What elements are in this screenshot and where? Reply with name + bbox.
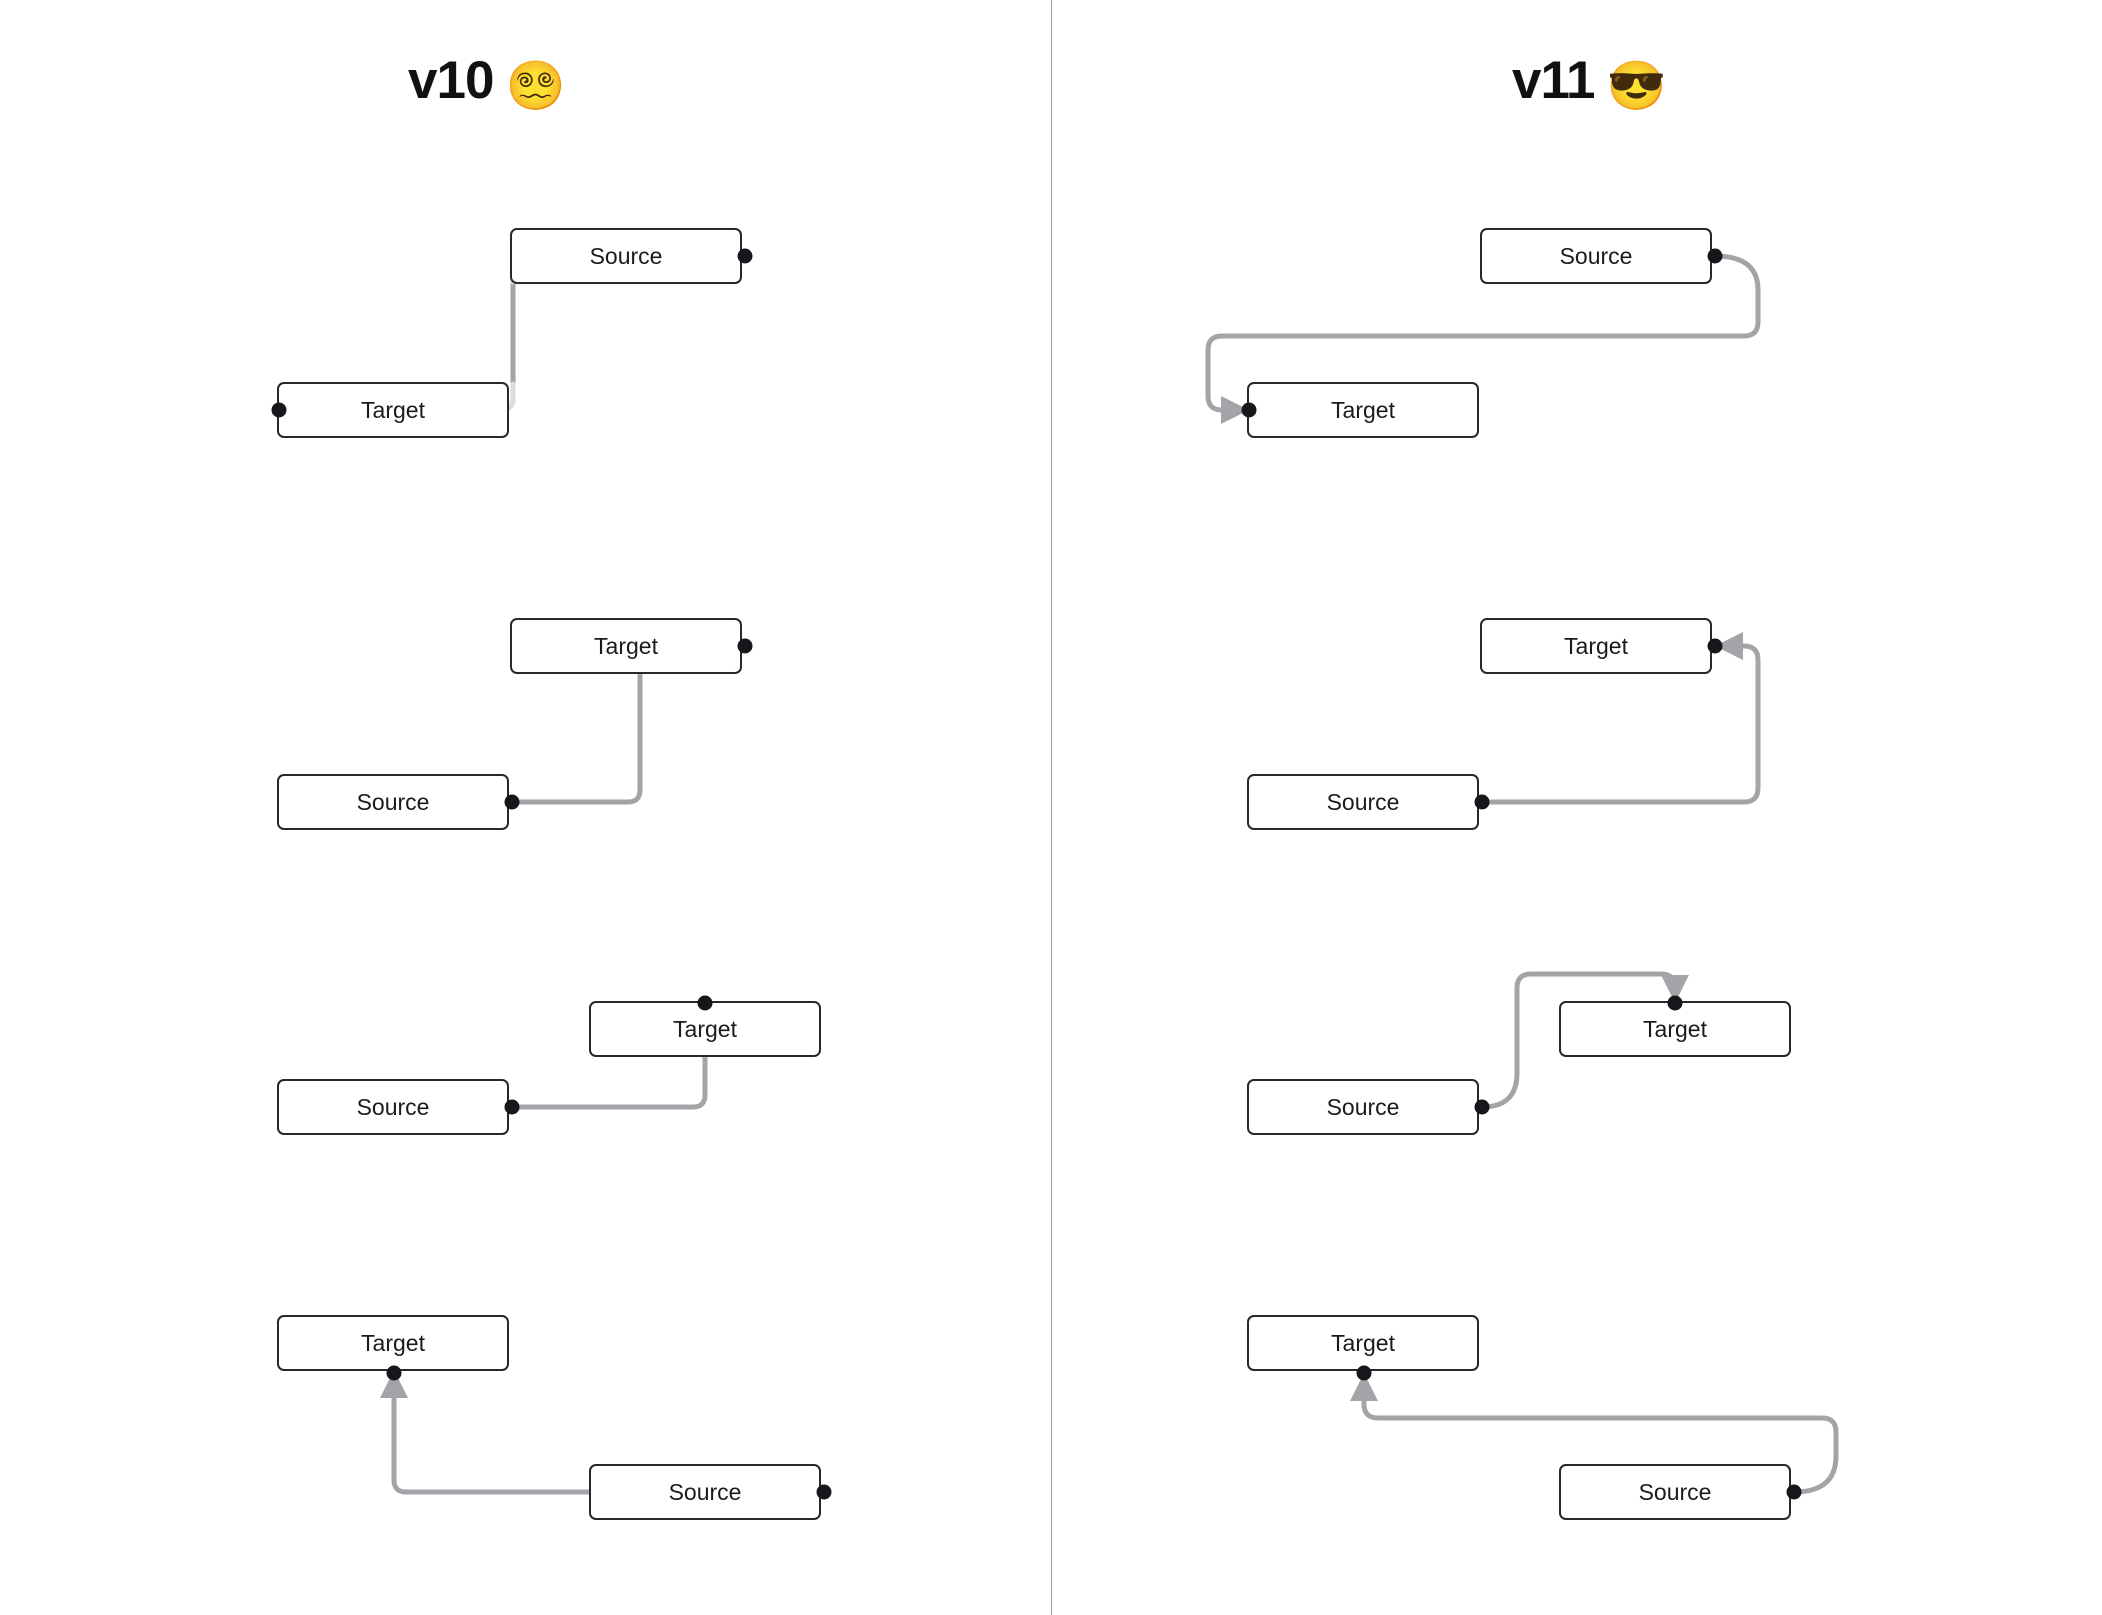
node-source[interactable]: Source: [1480, 228, 1712, 284]
node-source[interactable]: Source: [589, 1464, 821, 1520]
node-label: Target: [1643, 1015, 1707, 1042]
node-label: Source: [356, 788, 430, 815]
arrowhead-v11-3: [1661, 975, 1689, 1003]
node-label: Target: [361, 396, 425, 423]
node-label: Source: [668, 1478, 742, 1505]
port-right[interactable]: [1707, 638, 1723, 654]
node-label: Target: [1331, 396, 1395, 423]
panel-divider: [1051, 0, 1052, 1615]
port-right[interactable]: [737, 248, 753, 264]
node-source[interactable]: Source: [1559, 1464, 1791, 1520]
port-left[interactable]: [1241, 402, 1257, 418]
node-label: Source: [356, 1093, 430, 1120]
node-target[interactable]: Target: [1247, 1315, 1479, 1371]
node-label: Source: [1326, 788, 1400, 815]
port-right[interactable]: [504, 794, 520, 810]
port-top[interactable]: [1667, 995, 1683, 1011]
port-right[interactable]: [1474, 794, 1490, 810]
node-target[interactable]: Target: [510, 618, 742, 674]
node-label: Target: [1331, 1329, 1395, 1356]
smiling-face-with-sunglasses-icon: 😎: [1606, 60, 1667, 113]
port-right[interactable]: [1707, 248, 1723, 264]
port-right[interactable]: [816, 1484, 832, 1500]
panel-title-v11-text: v11: [1512, 51, 1596, 110]
port-right[interactable]: [737, 638, 753, 654]
port-left[interactable]: [271, 402, 287, 418]
arrowhead-v11-1: [1221, 396, 1249, 424]
arrowhead-v11-4: [1350, 1373, 1378, 1401]
panel-title-v11: v11😎: [1512, 51, 1667, 113]
port-right[interactable]: [1474, 1099, 1490, 1115]
node-label: Target: [673, 1015, 737, 1042]
node-source[interactable]: Source: [277, 774, 509, 830]
node-label: Source: [1326, 1093, 1400, 1120]
node-label: Target: [361, 1329, 425, 1356]
node-target[interactable]: Target: [277, 382, 509, 438]
port-right[interactable]: [504, 1099, 520, 1115]
node-label: Target: [594, 632, 658, 659]
port-right[interactable]: [1786, 1484, 1802, 1500]
node-source[interactable]: Source: [1247, 774, 1479, 830]
panel-title-v10: v10😵‍💫: [408, 51, 565, 113]
port-bottom[interactable]: [1356, 1365, 1372, 1381]
edge-v10-4: [391, 1387, 827, 1495]
edge-v11-2: [1479, 643, 1761, 805]
node-source[interactable]: Source: [510, 228, 742, 284]
arrowhead-v11-2: [1715, 632, 1743, 660]
port-top[interactable]: [697, 995, 713, 1011]
node-label: Target: [1564, 632, 1628, 659]
node-label: Source: [589, 242, 663, 269]
edge-v11-4: [1361, 1387, 1839, 1495]
face-with-spiral-eyes-icon: 😵‍💫: [505, 60, 565, 113]
node-source[interactable]: Source: [277, 1079, 509, 1135]
arrowhead-v10-4: [380, 1370, 408, 1398]
node-target[interactable]: Target: [1247, 382, 1479, 438]
panel-title-v10-text: v10: [408, 51, 494, 110]
edge-v11-1: [1205, 253, 1761, 413]
node-label: Source: [1638, 1478, 1712, 1505]
node-source[interactable]: Source: [1247, 1079, 1479, 1135]
node-target[interactable]: Target: [1480, 618, 1712, 674]
edge-v10-3: [509, 1000, 708, 1110]
node-target[interactable]: Target: [277, 1315, 509, 1371]
port-bottom[interactable]: [386, 1365, 402, 1381]
node-label: Source: [1559, 242, 1633, 269]
